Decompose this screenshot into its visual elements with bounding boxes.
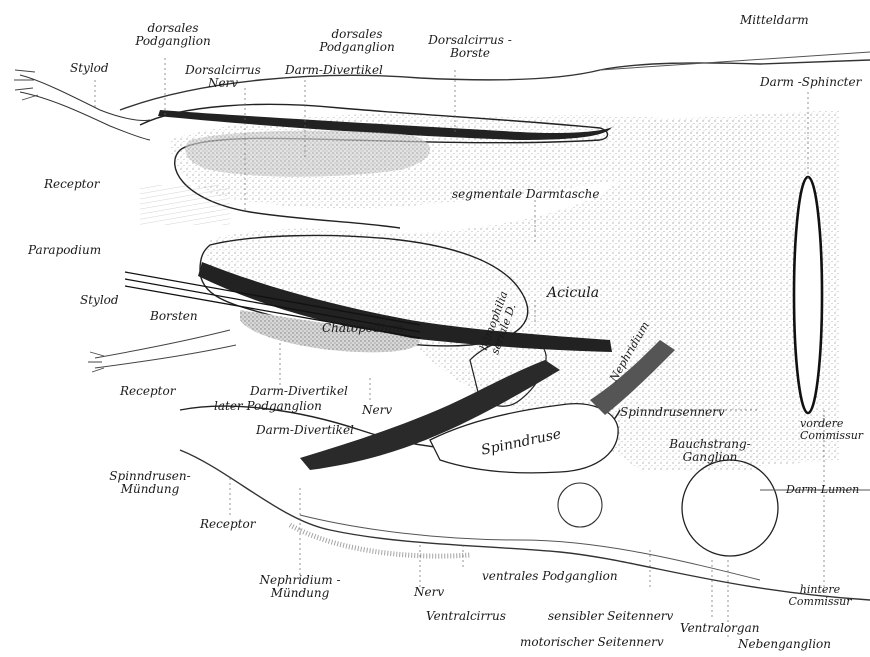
label-dorsales-podganglion-mid: dorsales Podganglion [312,28,402,53]
label-receptor-mid: Receptor [120,385,175,398]
label-borsten: Borsten [150,310,198,323]
label-sensibler-seitennerv: sensibler Seitennerv [548,610,673,623]
label-darm-sphincter: Darm -Sphincter [760,76,861,89]
label-hintere-commissur: hintere Commissur [770,584,870,607]
label-dorsalcirrus-borste: Dorsalcirrus - Borste [420,34,520,59]
label-receptor-top: Receptor [44,178,99,191]
label-vordere-commissur: vordere Commissur [800,418,863,441]
receptor-hatch [140,185,230,225]
dorsal-pocket [185,131,430,177]
ventral-podganglion [558,483,602,527]
label-darm-divertikel-low: Darm-Divertikel [256,424,354,437]
label-mitteldarm: Mitteldarm [740,14,809,27]
spindle-organ [794,177,822,413]
ventral-hatch [290,525,470,556]
stylod-mid [95,330,236,368]
label-ventralorgan: Ventralorgan [680,622,759,635]
label-darm-divertikel-top: Darm-Divertikel [285,64,383,77]
label-motorischer-seitennerv: motorischer Seitennerv [520,636,664,649]
label-acicula: Acicula [547,286,599,301]
label-nerv-mid: Nerv [362,404,392,417]
label-stylod-top: Stylod [70,62,109,75]
label-dorsales-podganglion-left: dorsales Podganglion [128,22,218,47]
label-nebenganglion: Nebenganglion [738,638,831,651]
label-spinndrusen-mundung: Spinndrusen- Mündung [100,470,200,495]
label-dorsalcirrus-nerv: Dorsalcirrus Nerv [178,64,268,89]
label-darm-lumen: Darm-Lumen [786,484,859,496]
label-stylod-mid: Stylod [80,294,119,307]
label-ventrales-podganglion: ventrales Podganglion [482,570,618,583]
bauchstrang-ganglion [682,460,778,556]
stylod-mid-tip [88,352,104,372]
stylod-top [20,75,150,140]
label-parapodium: Parapodium [28,244,101,257]
label-bauchstrang-ganglion: Bauchstrang- Ganglion [655,438,765,463]
label-receptor-low: Receptor [200,518,255,531]
label-nerv-low: Nerv [414,586,444,599]
label-chaetopodium: Chätopodium [322,322,404,335]
label-spinndrusennerv: Spinndrusennerv [620,406,725,419]
label-darm-divertikel-mid: Darm-Divertikel [250,385,348,398]
label-later-podganglion: later Podganglion [214,400,322,413]
label-ventralcirrus: Ventralcirrus [426,610,506,623]
label-nephridium-mundung: Nephridium - Mündung [245,574,355,599]
label-segmentale-darmtasche: segmentale Darmtasche [452,188,599,201]
